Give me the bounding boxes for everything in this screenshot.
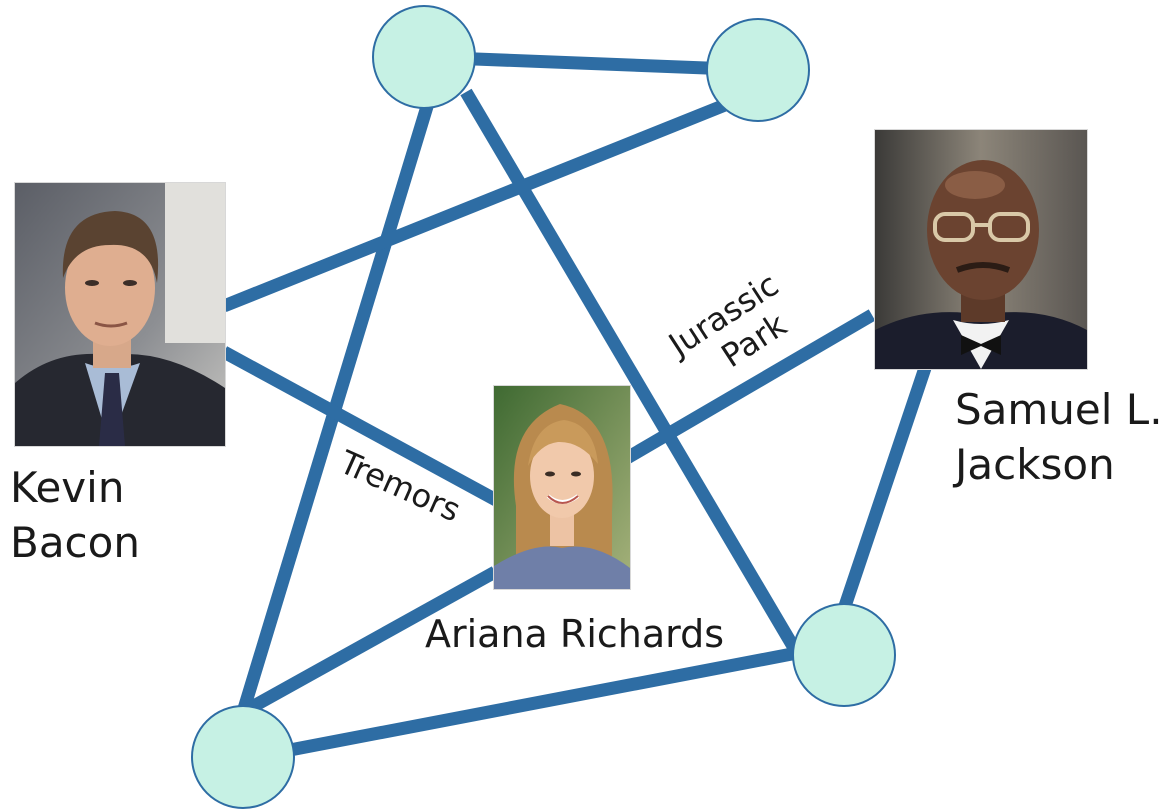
edge-top-left-top-right xyxy=(423,50,759,77)
edge-kevin-top-right xyxy=(221,96,733,313)
kevin-bacon-name-line1: Kevin xyxy=(10,463,125,512)
kevin-bacon-name: Kevin Bacon xyxy=(10,460,140,570)
samuel-l-jackson-name-line1: Samuel L. xyxy=(955,385,1163,434)
ariana-richards-photo xyxy=(493,385,631,590)
kevin-bacon-name-line2: Bacon xyxy=(10,518,140,567)
node-top-left xyxy=(372,5,476,109)
edge-ariana-bottom-left xyxy=(239,566,499,718)
edge-ariana-samuel-jurassic-park xyxy=(623,309,876,464)
edge-samuel-bottom-right xyxy=(836,365,932,615)
ariana-richards-name: Ariana Richards xyxy=(425,612,725,656)
edge-kevin-ariana-tremors xyxy=(220,346,500,506)
samuel-l-jackson-photo xyxy=(874,129,1088,370)
samuel-l-jackson-name: Samuel L. Jackson xyxy=(955,382,1163,492)
node-top-right xyxy=(706,18,810,122)
kevin-bacon-photo xyxy=(14,182,226,447)
samuel-l-jackson-name-line2: Jackson xyxy=(955,440,1115,489)
node-bottom-left xyxy=(191,705,295,809)
node-bottom-right xyxy=(792,603,896,707)
edge-bottom-left-bottom-right xyxy=(241,646,799,766)
